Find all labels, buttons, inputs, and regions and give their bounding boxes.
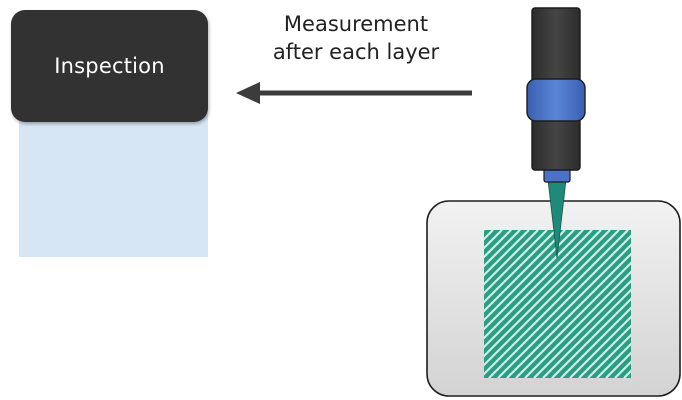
measurement-caption: Measurement after each layer [236,10,476,66]
hatch-line [587,333,631,378]
hatch-line [488,234,631,378]
printed-part [484,230,631,378]
hatch-line [484,230,593,340]
hatch-line [569,315,631,378]
hatch-line [484,230,530,277]
caption-line-2: after each layer [272,40,440,64]
hatch-line [484,230,620,367]
inspection-box [11,10,208,122]
hatch-line [497,243,631,378]
hatch-line [506,252,631,378]
hatch-line [484,230,521,268]
hatch-line [551,297,631,378]
hatch-line [542,288,631,378]
hatch-line [560,306,631,378]
print-nozzle-icon [526,7,586,171]
hatch-line [484,230,584,331]
inspection-label: Inspection [54,54,165,78]
hatch-line [484,230,557,304]
hatch-line [484,230,575,322]
hatch-line [484,230,566,313]
hatch-line [605,351,631,378]
hatch-line [533,279,631,378]
hatch-line [515,261,631,378]
hatch-line [484,230,512,259]
hatch-line [484,230,539,286]
hatch-line [484,230,548,295]
hatch-line [524,270,631,378]
left-arrow-icon [236,82,472,104]
hatch-line [596,342,631,378]
caption-line-1: Measurement [283,12,429,36]
hatch-line [484,230,611,358]
hatch-line [484,230,602,349]
hatch-line [578,324,631,378]
hatch-line [484,230,629,376]
inspection-field [19,100,208,257]
